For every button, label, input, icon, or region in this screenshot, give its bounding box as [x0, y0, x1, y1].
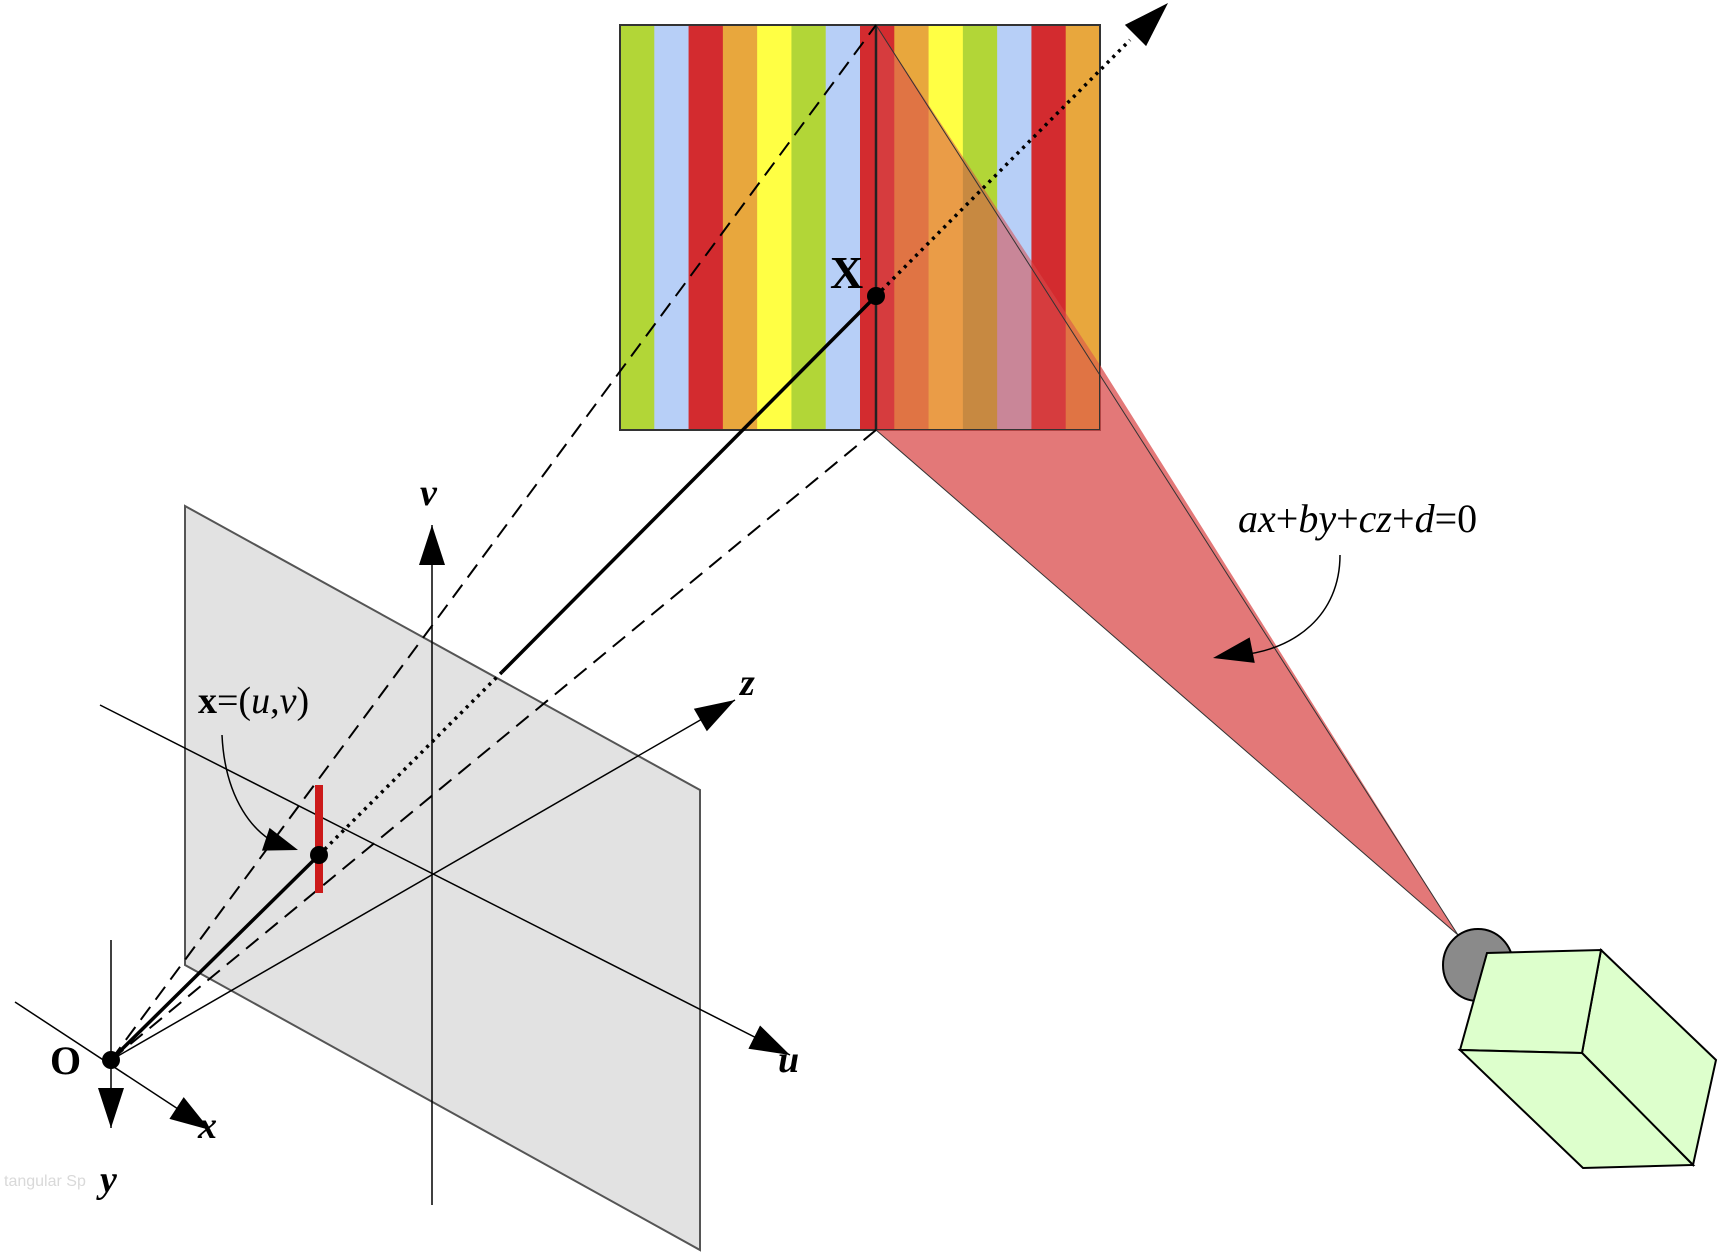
image-point-eq: =( [217, 680, 251, 722]
light-plane-edge [875, 429, 1459, 936]
label-plane-equation: ax+by+cz+d=0 [1238, 496, 1477, 541]
label-point-X: X [830, 247, 863, 298]
pointer-arrow-plane [1239, 554, 1341, 656]
laser-on-board [876, 25, 1100, 430]
label-axis-y: y [96, 1159, 117, 1201]
arrowhead-plane-pointer [1213, 637, 1255, 663]
eq-c: c [1359, 496, 1377, 541]
image-point-comma: , [270, 680, 280, 722]
eq-plus1: + [1276, 496, 1299, 541]
ray-solid-outer [500, 294, 878, 674]
stripe-pattern-board [620, 25, 1100, 430]
stripe-2 [654, 25, 690, 430]
eq-b: b [1298, 496, 1318, 541]
dashed-ray-top [110, 24, 877, 1061]
eq-plus2: + [1336, 496, 1359, 541]
arrowhead-z-axis [693, 700, 735, 732]
stripe-5 [757, 25, 793, 430]
arrowhead-image-pointer [261, 827, 298, 851]
light-plane-edge [875, 24, 1459, 936]
image-point-v: v [280, 680, 297, 722]
arrowhead-u-axis [748, 1025, 790, 1055]
dashed-ray-bottom [110, 429, 877, 1061]
origin-point [102, 1051, 120, 1069]
label-axis-u: u [778, 1039, 799, 1081]
eq-y: y [1314, 496, 1336, 541]
eq-plus3: + [1392, 496, 1415, 541]
projector-top-face [1457, 1048, 1696, 1170]
label-axis-v: v [420, 472, 438, 514]
eq-z: z [1375, 496, 1392, 541]
image-axis-u [99, 704, 791, 1056]
stripe-1 [620, 25, 655, 430]
arrowhead-v-axis [419, 525, 445, 565]
image-point-bold-x: x [198, 680, 217, 722]
arrowhead-ray [1124, 3, 1168, 47]
label-image-point: x=(u,v) [198, 680, 309, 722]
projector [1442, 928, 1718, 1170]
stripe-6 [791, 25, 827, 430]
eq-d: d [1415, 496, 1436, 541]
ray-dotted-behind [317, 670, 504, 857]
board-border [619, 24, 1101, 431]
arrowhead-x-axis [169, 1097, 210, 1130]
label-origin-O: O [50, 1038, 81, 1083]
watermark-text: tangular Sp [4, 1173, 86, 1190]
stripe-4 [722, 25, 758, 430]
world-point-X [867, 287, 885, 305]
stripe-3 [688, 25, 724, 430]
eq-eq0: =0 [1435, 496, 1478, 541]
image-point-close: ) [296, 680, 309, 722]
optical-axis-z [110, 699, 736, 1061]
stripe-7 [825, 25, 861, 430]
label-axis-z: z [738, 662, 755, 704]
label-axis-x: x [197, 1105, 217, 1147]
arrowhead-y-axis [98, 1088, 124, 1128]
eq-x: x [1257, 496, 1276, 541]
image-point-u: u [251, 680, 270, 722]
light-plane [876, 365, 1458, 935]
ray-solid-inner [109, 853, 321, 1062]
image-point [310, 846, 328, 864]
eq-a: a [1238, 496, 1258, 541]
